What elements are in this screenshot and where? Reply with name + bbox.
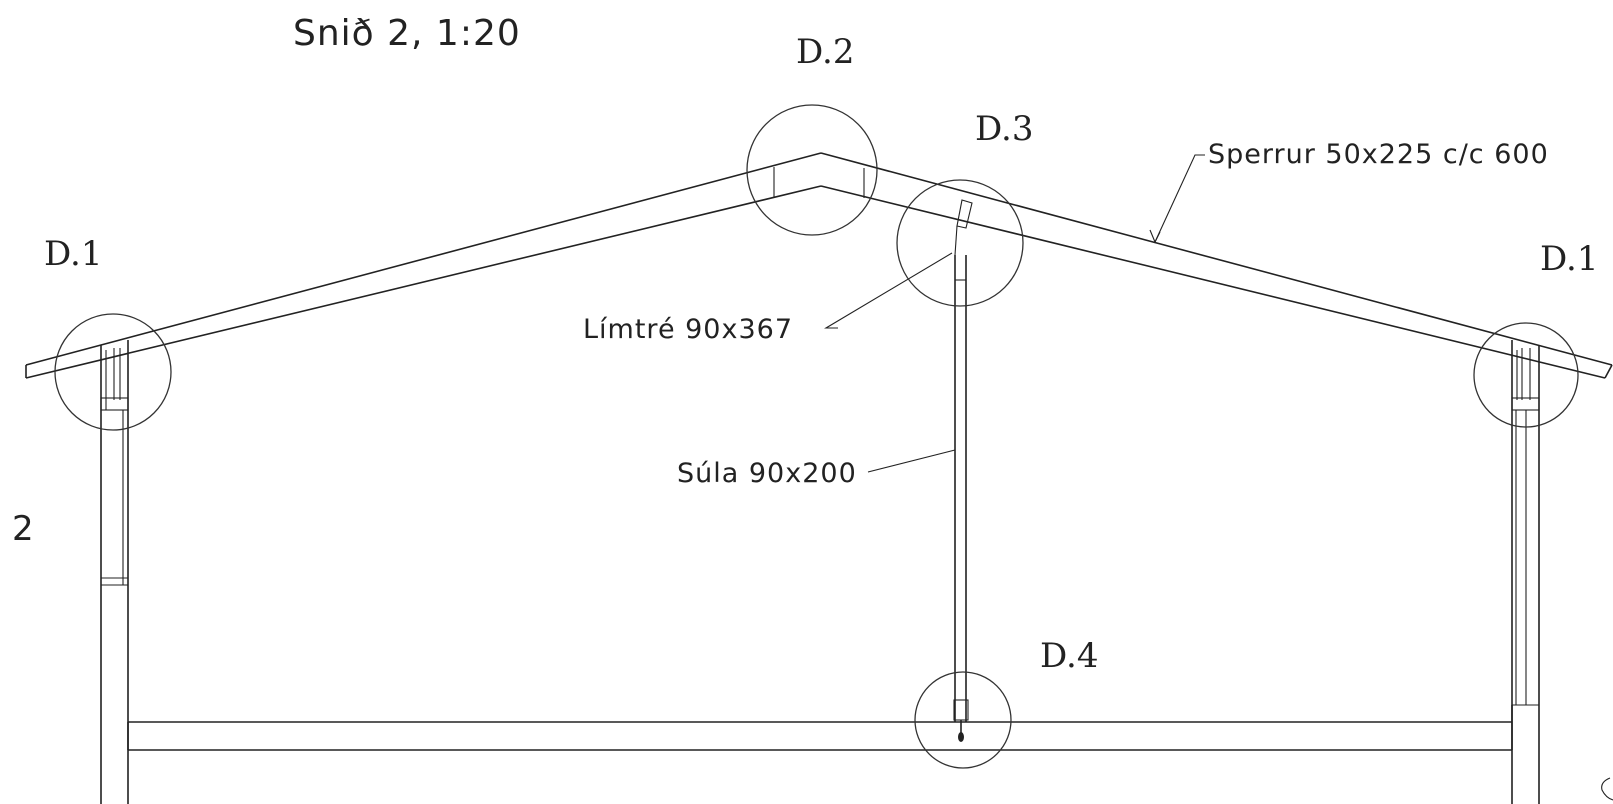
detail-circle-d3 [896, 179, 1024, 307]
detail-label-d3: D.3 [975, 109, 1034, 149]
detail-label-d1-right: D.1 [1540, 239, 1599, 279]
detail-circles [54, 104, 1579, 769]
detail-label-d4: D.4 [1040, 636, 1099, 676]
callout-rafters: Sperrur 50x225 c/c 600 [1208, 139, 1549, 170]
leader-rafters [1154, 154, 1205, 243]
floor-slab [127, 705, 1513, 751]
callout-glulam: Límtré 90x367 [583, 314, 793, 345]
leader-column [867, 449, 956, 473]
detail-label-d2: D.2 [796, 32, 855, 72]
callout-column: Súla 90x200 [677, 458, 857, 489]
detail-label-d1-left: D.1 [44, 234, 103, 274]
edge-fragment [1601, 777, 1613, 801]
left-wall [100, 340, 129, 804]
roof-rafters [25, 152, 1613, 379]
side-mark: 2 [12, 509, 35, 549]
detail-circle-d2 [746, 104, 878, 236]
drawing-title: Snið 2, 1:20 [293, 13, 521, 54]
right-wall [1511, 340, 1540, 804]
center-column [953, 199, 973, 742]
detail-circle-d1-right [1473, 322, 1579, 428]
leader-lines [824, 154, 1205, 473]
leader-rafters-arrow [1149, 229, 1161, 244]
detail-circle-d4 [914, 671, 1012, 769]
leader-glulam [824, 252, 953, 329]
detail-circle-d1-left [54, 313, 172, 431]
